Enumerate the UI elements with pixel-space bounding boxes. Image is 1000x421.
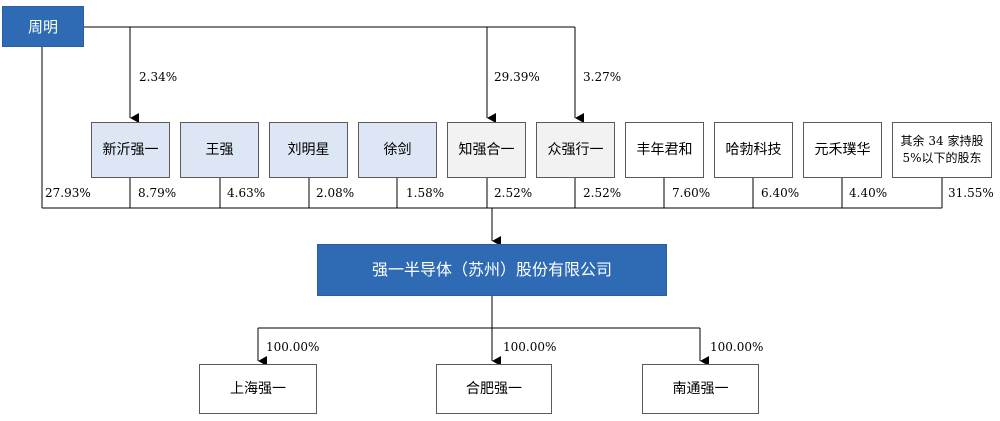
shareholder-yuanhe: 元禾璞华 (803, 122, 882, 178)
pct-zhouming-xinyi: 2.34% (139, 70, 178, 84)
pct-zhiqiang: 2.52% (494, 186, 533, 200)
subsidiary-shanghai: 上海强一 (199, 364, 317, 414)
pct-others: 31.55% (948, 186, 994, 200)
pct-yuanhe: 4.40% (849, 186, 888, 200)
pct-nantong: 100.00% (710, 340, 764, 354)
shareholder-name: 王强 (205, 142, 234, 158)
pct-wangqiang: 4.63% (227, 186, 266, 200)
shareholder-xujian: 徐剑 (358, 122, 437, 178)
shareholder-zhongqiang: 众强行一 (536, 122, 615, 178)
shareholder-name-line2: 5%以下的股东 (902, 151, 982, 165)
shareholder-name: 知强合一 (458, 142, 515, 158)
shareholder-name-line1: 其余 34 家持股 (900, 134, 984, 148)
shareholder-name: 丰年君和 (636, 142, 693, 158)
pct-zhongqiang: 2.52% (583, 186, 622, 200)
shareholder-name: 徐剑 (383, 142, 412, 158)
pct-liumingxing: 2.08% (316, 186, 355, 200)
shareholder-zhiqiang: 知强合一 (447, 122, 526, 178)
pct-xujian: 1.58% (406, 186, 445, 200)
subsidiary-name: 合肥强一 (466, 381, 522, 397)
subsidiary-nantong: 南通强一 (642, 364, 759, 414)
pct-zhouming-zhongqiang: 3.27% (583, 70, 622, 84)
shareholder-name: 哈勃科技 (725, 142, 782, 158)
subsidiary-hefei: 合肥强一 (436, 364, 552, 414)
controller-box: 周明 (2, 6, 84, 47)
shareholder-xinyi: 新沂强一 (91, 122, 170, 178)
company-box: 强一半导体（苏州）股份有限公司 (317, 244, 667, 296)
pct-zhouming-zhiqiang: 29.39% (494, 70, 540, 84)
shareholder-habo: 哈勃科技 (714, 122, 793, 178)
shareholder-liumingxing: 刘明星 (269, 122, 348, 178)
pct-shanghai: 100.00% (266, 340, 320, 354)
shareholder-name: 元禾璞华 (814, 142, 871, 158)
pct-xinyi: 8.79% (138, 186, 177, 200)
subsidiary-name: 南通强一 (672, 381, 729, 397)
pct-fengnian: 7.60% (672, 186, 711, 200)
pct-habo: 6.40% (761, 186, 800, 200)
shareholder-name: 新沂强一 (102, 142, 159, 158)
shareholder-others: 其余 34 家持股 5%以下的股东 (892, 122, 992, 178)
company-name: 强一半导体（苏州）股份有限公司 (371, 260, 612, 279)
shareholder-name: 众强行一 (547, 142, 604, 158)
controller-name: 周明 (27, 17, 58, 36)
shareholder-name: 刘明星 (287, 142, 330, 158)
shareholder-fengnian: 丰年君和 (625, 122, 704, 178)
shareholder-wangqiang: 王强 (180, 122, 259, 178)
pct-hefei: 100.00% (503, 340, 557, 354)
subsidiary-name: 上海强一 (230, 381, 286, 397)
pct-zhouming-direct: 27.93% (45, 186, 91, 200)
